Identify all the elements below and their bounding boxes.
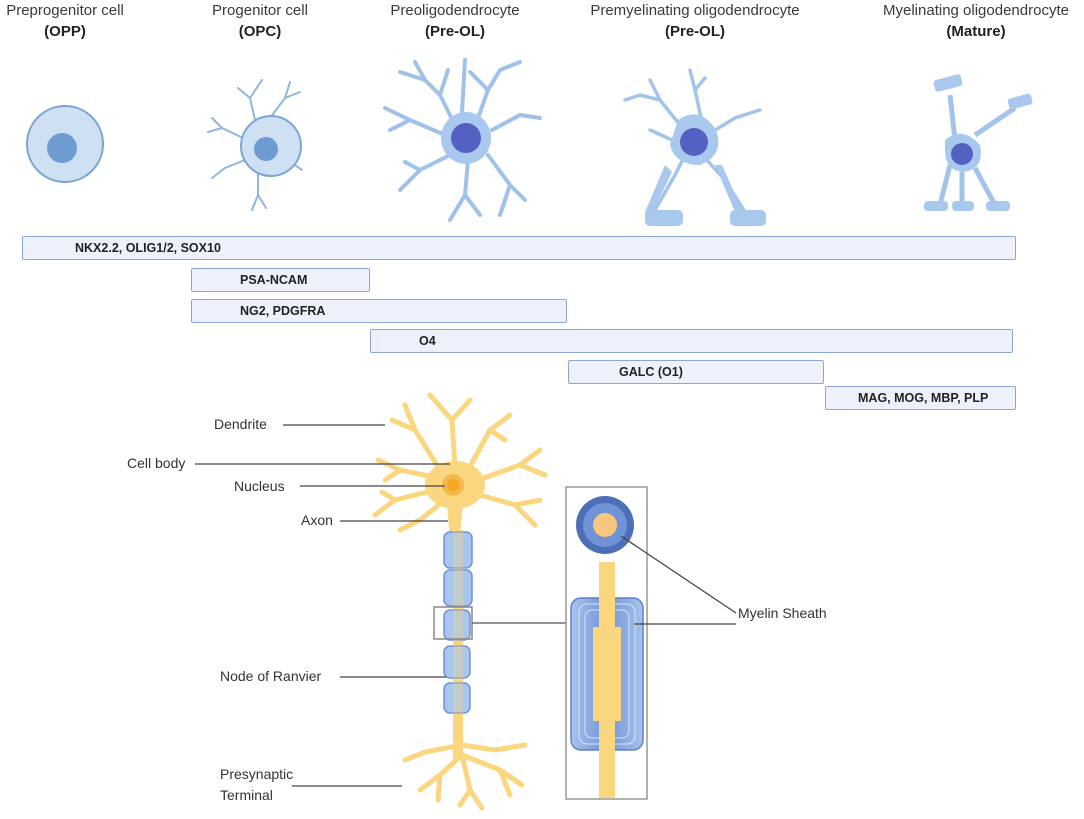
stage-abbr: (OPP)	[44, 23, 86, 40]
stage-name: Premyelinating oligodendrocyte	[590, 2, 800, 19]
label-cell-body: Cell body	[127, 455, 186, 471]
stage-title-premyelinating: Premyelinating oligodendrocyte (Pre-OL)	[575, 0, 815, 42]
marker-label: NKX2.2, OLIG1/2, SOX10	[75, 241, 221, 255]
label-presynaptic: Presynaptic	[220, 766, 294, 782]
marker-bar-mag: MAG, MOG, MBP, PLP	[825, 386, 1016, 410]
label-myelin-sheath: Myelin Sheath	[738, 605, 827, 621]
stage-title-pre-ol: Preoligodendrocyte (Pre-OL)	[375, 0, 535, 42]
label-terminal: Terminal	[220, 787, 273, 803]
marker-bar-o4: O4	[370, 329, 1013, 353]
marker-label: PSA-NCAM	[240, 273, 308, 287]
label-nucleus: Nucleus	[234, 478, 285, 494]
premyelinating-cell-body	[645, 114, 766, 226]
marker-label: MAG, MOG, MBP, PLP	[858, 391, 989, 405]
stage-abbr: (Pre-OL)	[665, 23, 725, 40]
stage-name: Preoligodendrocyte	[390, 2, 520, 19]
pre-ol-cell-icon	[383, 58, 542, 222]
neuron-soma	[425, 461, 485, 760]
marker-label: GALC (O1)	[619, 365, 683, 379]
marker-bar-psa-ncam: PSA-NCAM	[191, 268, 370, 292]
stage-abbr: (Pre-OL)	[425, 23, 485, 40]
myelin-segments	[443, 531, 473, 714]
neuron-icon	[372, 392, 548, 811]
marker-label: O4	[419, 334, 436, 348]
label-node-of-ranvier: Node of Ranvier	[220, 668, 322, 684]
stage-title-myelinating: Myelinating oligodendrocyte (Mature)	[868, 0, 1084, 42]
myelinating-cell-icon	[924, 74, 1033, 211]
myelin-cross-section	[576, 496, 634, 554]
opp-cell-icon	[26, 105, 104, 183]
stage-abbr: (Mature)	[946, 23, 1006, 40]
marker-label: NG2, PDGFRA	[240, 304, 326, 318]
marker-bar-nkx22: NKX2.2, OLIG1/2, SOX10	[22, 236, 1016, 260]
label-axon: Axon	[301, 512, 333, 528]
leader-lines	[195, 424, 737, 787]
label-dendrite: Dendrite	[214, 416, 267, 432]
stage-name: Preprogenitor cell	[6, 2, 124, 19]
stage-title-opc: Progenitor cell (OPC)	[200, 0, 320, 42]
stage-name: Progenitor cell	[212, 2, 308, 19]
marker-bar-ng2: NG2, PDGFRA	[191, 299, 567, 323]
premyelinating-cell-icon	[623, 68, 762, 214]
stage-name: Myelinating oligodendrocyte	[883, 2, 1069, 19]
marker-bar-galc: GALC (O1)	[568, 360, 824, 384]
opc-cell-icon	[207, 79, 303, 211]
stage-abbr: (OPC)	[238, 23, 282, 40]
myelin-longitudinal	[570, 562, 644, 798]
stage-title-opp: Preprogenitor cell (OPP)	[0, 0, 130, 42]
